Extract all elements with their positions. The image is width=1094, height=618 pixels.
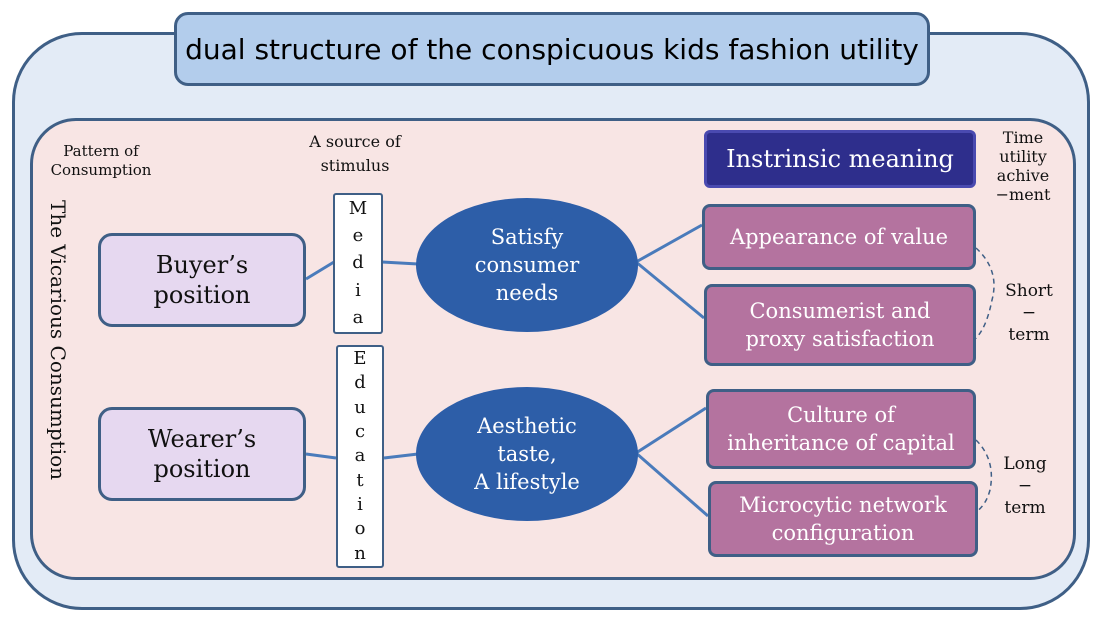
wearer-position-box: Wearer’s position [98, 407, 306, 501]
education-letter: u [354, 396, 366, 418]
short-term-bracket [973, 247, 995, 341]
education-letter: n [354, 542, 366, 564]
media-letter: d [352, 252, 364, 274]
connector-buyer-media [305, 260, 335, 281]
media-letter: i [355, 279, 361, 301]
header-time-utility: Time utility achive −ment [995, 128, 1051, 204]
education-letter: i [357, 494, 363, 516]
culture-of-inheritance-box: Culture of inheritance of capital [706, 389, 976, 469]
connector-wearer-education [305, 452, 337, 460]
vertical-label-vicarious-consumption: The Vicarious Consumption [46, 200, 70, 481]
education-letter: o [354, 518, 366, 540]
intrinsic-meaning-box: Instrinsic meaning [704, 130, 976, 188]
education-letter: d [354, 372, 366, 394]
aesthetic-taste-oval: Aesthetic taste, A lifestyle [416, 387, 638, 521]
microcytic-network-box: Microcytic network configuration [708, 481, 978, 557]
connector-satisfy-appearance [635, 223, 703, 264]
education-letter: E [353, 348, 367, 370]
connector-aesthetic-culture [635, 406, 707, 455]
satisfy-consumer-needs-oval: Satisfy consumer needs [416, 198, 638, 332]
long-term-bracket [975, 439, 993, 513]
appearance-of-value-box: Appearance of value [702, 204, 976, 270]
buyer-position-box: Buyer’s position [98, 233, 306, 327]
media-letter: M [348, 197, 368, 219]
short-term-label: Short − term [1005, 281, 1053, 345]
header-pattern-of-consumption: Pattern of Consumption [50, 142, 152, 179]
education-letter: t [356, 469, 364, 491]
media-letter: e [352, 225, 364, 247]
connector-education-aesthetic [383, 452, 419, 460]
header-source-of-stimulus: A source of stimulus [309, 132, 401, 175]
education-letter: a [354, 445, 366, 467]
long-term-label: Long − term [1003, 454, 1047, 518]
education-letter: c [354, 421, 366, 443]
media-letter: a [352, 307, 364, 329]
consumerist-proxy-satisfaction-box: Consumerist and proxy satisfaction [704, 284, 976, 366]
connector-media-satisfy [381, 260, 419, 266]
connector-aesthetic-network [635, 451, 709, 518]
connector-satisfy-consumerist [635, 260, 705, 320]
diagram-title: dual structure of the conspicuous kids f… [174, 12, 930, 86]
